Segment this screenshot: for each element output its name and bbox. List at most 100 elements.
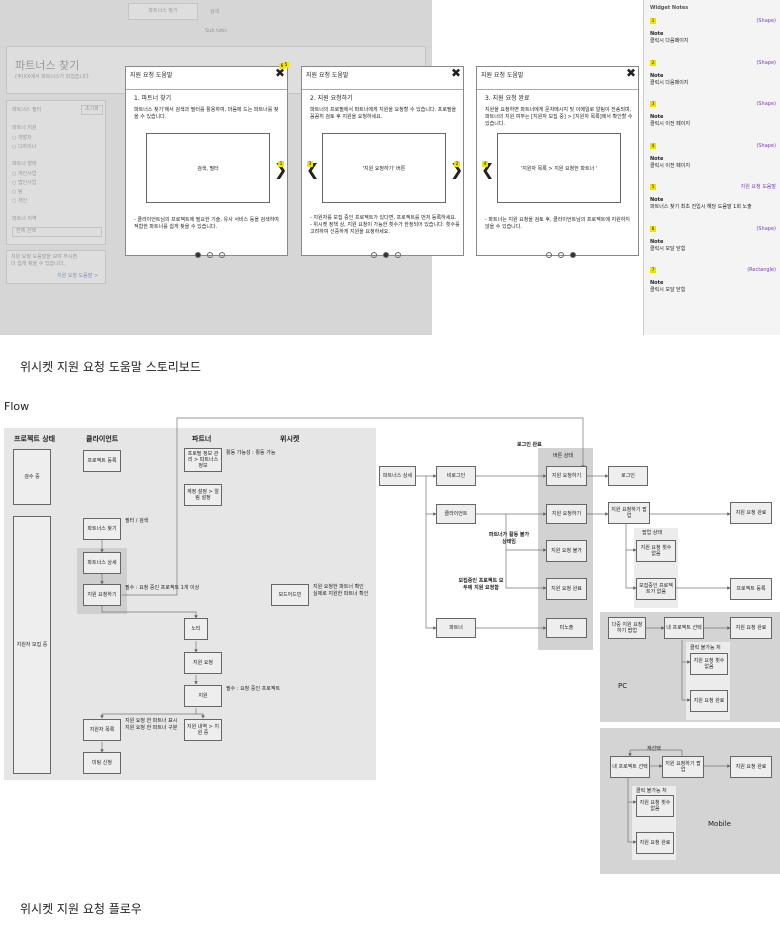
bg-page-title: 파트너스 찾기: [15, 59, 80, 72]
modal-footer: - 클라이언트님의 프로젝트에 필요한 기술, 유사 서비스 등을 검색하여 적…: [134, 217, 279, 230]
chevron-right-icon[interactable]: ❯: [450, 160, 464, 179]
help-modal-1: 지원 요청 도움말 ✖ 6 1. 파트너 찾기 파트너스 찾기'에서 검색과 필…: [125, 63, 288, 258]
node-pc-no-count: 지원 요청 횟수 없음: [690, 653, 728, 675]
label-must-2: 필수 : 요청 중인 프로젝트: [226, 686, 281, 692]
label-admin-note-2: 실제로 지원한 파트너 확인: [313, 591, 369, 597]
pagination-dots: [543, 243, 579, 262]
bg-help-panel: 지원 요청 도움말을 보여 주시면 더 쉽게 찾을 수 있습니다. 지원 요청 …: [6, 250, 106, 284]
node-notice: 노티: [184, 618, 208, 640]
node-r-no-count: 지원 요청 횟수 없음: [636, 540, 676, 562]
flow-title: Flow: [4, 400, 30, 413]
modal-footer: - 파트너는 지원 요청을 검토 후, 클라이언트님의 프로젝트에 지원하지 않…: [485, 217, 630, 230]
label-mobile: Mobile: [708, 820, 731, 828]
modal-body: 지원을 요청하면 파트너에게 문자메시지 및 이메일로 알림이 전송되며, 파트…: [485, 107, 633, 127]
node-r-btn-hidden: 미노출: [546, 618, 587, 638]
lane-header-wishket: 위시켓: [280, 435, 300, 443]
node-admin: 보드어드민: [271, 584, 309, 606]
bg-option: ○ 디자이너: [12, 144, 37, 150]
label-pc: PC: [618, 682, 628, 690]
close-icon[interactable]: ✖: [274, 66, 285, 80]
node-profile: 프로필 정보 관리 > 파트너스 정보: [184, 448, 222, 472]
node-pc-my-project: 내 프로젝트 선택: [664, 617, 704, 639]
node-m-popup: 지원 요청하기 팝업: [662, 756, 704, 778]
node-account-settings: 계정 설정 > 알림 설정: [184, 484, 222, 506]
modal-body: 파트너의 프로필에서 파트너에게 지원을 요청할 수 있습니다. 프로필을 꼼꼼…: [310, 107, 457, 120]
label-recruit-all: 모집중인 프로젝트 모두에 지원 요청함: [458, 578, 504, 591]
modal-title: 지원 요청 도움말: [126, 67, 287, 90]
node-recruiting: 지원자 모집 중: [13, 516, 51, 774]
node-request-received: 지원 요청: [184, 652, 222, 674]
lane-header-project: 프로젝트 상태: [14, 435, 56, 443]
bg-help-link: 지원 요청 도움말 >: [57, 273, 99, 279]
modal-placeholder: 검색, 필터: [146, 133, 270, 203]
lane-header-partner: 파트너: [192, 435, 212, 443]
chevron-right-icon[interactable]: ❯: [274, 160, 288, 179]
bg-tab-partner-find: 파트너스 찾기: [128, 3, 198, 20]
node-r-btn-unavailable: 지원 요청 불가: [546, 540, 587, 562]
node-project-register: 프로젝트 등록: [83, 450, 121, 472]
pagination-dots: [368, 243, 404, 262]
bg-page-subtitle: (주)XX에서 파트너스가 되었습니다.: [15, 74, 91, 80]
node-r-btn-request-2: 지원 요청하기: [546, 504, 587, 524]
node-r-non-login: 비로그인: [436, 466, 476, 486]
pagination-dots: [192, 243, 228, 262]
node-request: 지원 요청하기: [83, 584, 121, 606]
node-r-no-project: 모집중인 프로젝트가 없음: [636, 578, 676, 600]
node-my-history: 지원 내역 > 지원 중: [184, 719, 222, 741]
node-pc-multi-popup: 다중 지원 요청하기 팝업: [608, 617, 646, 639]
close-icon[interactable]: ✖: [450, 66, 461, 80]
bg-group-label: 파트너 형태: [12, 161, 37, 167]
node-r-btn-request-1: 지원 요청하기: [546, 466, 587, 486]
modal-title: 지원 요청 도움말: [477, 67, 638, 90]
node-r-popup: 지원 요청하기 팝업: [608, 502, 650, 524]
bg-filter-title: 파트너스 필터: [12, 107, 42, 113]
node-r-btn-done: 지원 요청 완료: [546, 578, 587, 600]
label-login-done: 로그인 완료: [517, 442, 542, 448]
node-applicant-list: 지원자 목록: [83, 719, 121, 741]
label-popup-state: 팝업 상태: [642, 530, 662, 536]
lane-header-client: 클라이언트: [86, 435, 119, 443]
note-badge-2: 2: [454, 161, 460, 167]
bg-option: ○ 개인: [12, 198, 28, 204]
modal-placeholder: '지원자 목록 > 지원 요청한 파트너 ': [497, 133, 621, 203]
bg-filter-panel: 파트너스 필터 초기화 파트너 지원 ○ 개발자 ○ 디자이너 파트너 형태 ○…: [6, 100, 106, 245]
node-m-no-count: 지원 요청 횟수 없음: [636, 795, 674, 817]
bg-option: ○ 법인사업: [12, 180, 37, 186]
label-pc-click-fail: 클릭 불가능 처: [690, 645, 721, 651]
modal-body: 파트너스 찾기'에서 검색과 필터를 활용하여, 마음에 드는 파트너를 찾을 …: [134, 107, 279, 120]
label-reselect: 재선택: [647, 746, 661, 752]
bg-group-label: 파트너 지역: [12, 216, 37, 222]
bg-help-text: 지원 요청 도움말을 보여 주시면 더 쉽게 찾을 수 있습니다.: [11, 254, 78, 267]
modal-heading: 3. 지원 요청 완료: [485, 95, 530, 102]
note-badge-3: 3: [307, 161, 313, 167]
note-badge-5: 5: [283, 62, 289, 68]
modal-title: 지원 요청 도움말: [302, 67, 463, 90]
node-partner-find: 파트너스 찾기: [83, 518, 121, 540]
modal-placeholder: '지원 요청하기' 버튼: [322, 133, 446, 203]
bg-option: ○ 팀: [12, 189, 23, 195]
node-m-request-done: 지원 요청 완료: [730, 756, 772, 778]
node-r-partner-detail: 파트너스 상세: [379, 466, 416, 486]
node-r-partner: 파트너: [436, 618, 476, 638]
bg-option: ○ 개인사업: [12, 171, 37, 177]
close-icon[interactable]: ✖: [625, 66, 636, 80]
storyboard-caption: 위시켓 지원 요청 도움말 스토리보드: [20, 360, 201, 374]
label-active: 활동 가능성 : 활동 가능: [226, 450, 276, 456]
node-m-my-project: 내 프로젝트 선택: [610, 756, 650, 778]
note-badge-4: 4: [482, 161, 488, 167]
node-meeting: 미팅 신청: [83, 752, 121, 774]
node-m-request-done-2: 지원 요청 완료: [636, 832, 674, 854]
node-apply: 지원: [184, 685, 222, 707]
label-button-state: 버튼 상태: [553, 453, 573, 459]
label-list-2: 지원 요청 한 파트너 구분: [125, 725, 178, 731]
help-modal-2: 지원 요청 도움말 ✖ 2. 지원 요청하기 파트너의 프로필에서 파트너에게 …: [301, 66, 464, 258]
note-badge-6: 6: [279, 63, 285, 69]
node-pc-request-done-2: 지원 요청 완료: [690, 690, 728, 712]
help-modal-3: 지원 요청 도움말 ✖ 3. 지원 요청 완료 지원을 요청하면 파트너에게 문…: [476, 66, 639, 258]
modal-heading: 2. 지원 요청하기: [310, 95, 353, 102]
